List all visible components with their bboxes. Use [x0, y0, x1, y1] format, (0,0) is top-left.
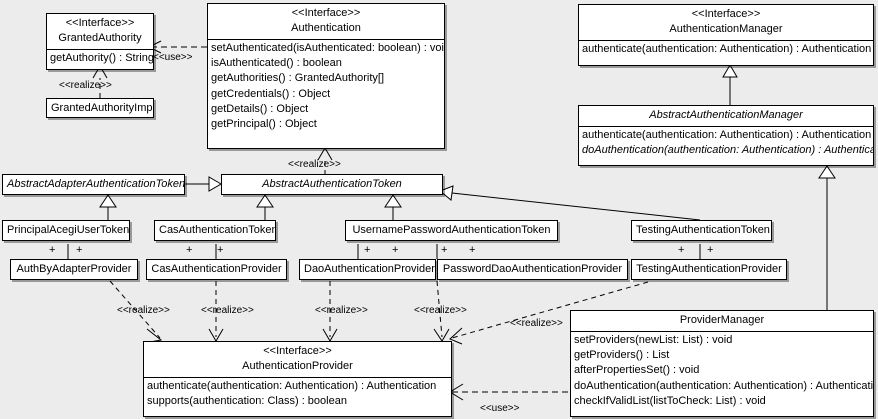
association-visibility-marker: + — [186, 244, 193, 256]
class-principal-acegi-user-token[interactable]: PrincipalAcegiUserToken — [2, 220, 130, 241]
generalization-providermanager — [818, 165, 836, 310]
class-name: CasAuthenticationToken — [159, 224, 276, 236]
association-visibility-marker: + — [217, 244, 224, 256]
class-header: <<Interface>> AuthenticationManager — [579, 5, 873, 40]
association-visibility-marker: + — [364, 244, 371, 256]
class-name: AbstractAdapterAuthenticationToken — [7, 178, 185, 190]
class-name: AbstractAuthenticationToken — [262, 178, 402, 190]
class-password-dao-authentication-provider[interactable]: PasswordDaoAuthenticationProvider — [437, 259, 628, 280]
members-compartment: authenticate(authentication: Authenticat… — [579, 126, 873, 159]
members-compartment: setProviders(newList: List) : void getPr… — [571, 331, 873, 410]
stereotype-label: <<Interface>> — [65, 17, 135, 29]
class-granted-authority-impl[interactable]: GrantedAuthorityImpl — [46, 98, 154, 118]
edge-label-realize-password-dao: <<realize>> — [414, 305, 467, 316]
class-header: <<Interface>> AuthenticationProvider — [144, 342, 451, 377]
generalization-casauthenticationtoken — [256, 194, 274, 220]
member-row: getAuthority() : String — [50, 52, 154, 64]
generalization-testingauthenticationtoken — [439, 185, 701, 221]
generalization-abstractauthenticationmanager — [722, 64, 738, 105]
member-row: authenticate(authentication: Authenticat… — [582, 129, 872, 141]
class-name: ProviderManager — [679, 314, 765, 326]
generalization-principalacegiusertoken — [99, 194, 117, 220]
edge-label-realize-cas: <<realize>> — [201, 305, 254, 316]
class-authentication[interactable]: <<Interface>> Authentication setAuthenti… — [207, 3, 445, 149]
class-name: TestingAuthenticationToken — [636, 224, 770, 236]
class-header: AbstractAuthenticationManager — [579, 106, 873, 126]
association-visibility-marker: + — [707, 244, 714, 256]
member-row: setAuthenticated(isAuthenticated: boolea… — [211, 42, 445, 54]
class-header: ProviderManager — [571, 311, 873, 331]
member-row: authenticate(authentication: Authenticat… — [147, 380, 437, 392]
member-row: getProviders() : List — [574, 349, 670, 362]
stereotype-label: <<Interface>> — [691, 8, 761, 20]
edge-label-realize-authentication: <<realize>> — [288, 159, 341, 170]
association-visibility-marker: + — [441, 244, 448, 256]
class-header: <<Interface>> GrantedAuthority — [47, 14, 153, 49]
member-row: authenticate(authentication: Authenticat… — [582, 43, 872, 55]
members-compartment: authenticate(authentication: Authenticat… — [579, 40, 873, 58]
class-name: TestingAuthenticationProvider — [636, 263, 782, 275]
class-authentication-provider[interactable]: <<Interface>> AuthenticationProvider aut… — [143, 341, 452, 417]
member-row: supports(authentication: Class) : boolea… — [147, 395, 347, 408]
edge-label-realize-dao: <<realize>> — [315, 305, 368, 316]
class-header: <<Interface>> Authentication — [208, 4, 444, 39]
member-row: getPrincipal() : Object — [211, 118, 317, 131]
member-row: getAuthorities() : GrantedAuthority[] — [211, 72, 385, 85]
edge-label-use-top: <<use>> — [153, 52, 193, 63]
class-name: Authentication — [291, 22, 361, 34]
members-compartment: getAuthority() : String — [47, 49, 153, 67]
class-name: AuthenticationManager — [669, 23, 783, 35]
stereotype-label: <<Interface>> — [263, 345, 332, 357]
member-row: setProviders(newList: List) : void — [574, 334, 733, 346]
class-granted-authority[interactable]: <<Interface>> GrantedAuthority getAuthor… — [46, 13, 154, 70]
class-testing-authentication-provider[interactable]: TestingAuthenticationProvider — [631, 259, 787, 280]
member-row: isAuthenticated() : boolean — [211, 57, 342, 70]
class-abstract-authentication-token[interactable]: AbstractAuthenticationToken — [221, 174, 443, 195]
generalization-abstractadaptertoken — [185, 176, 222, 192]
edge-label-realize-principal: <<realize>> — [117, 305, 170, 316]
class-name: AuthByAdapterProvider — [16, 263, 132, 275]
member-row: getCredentials() : Object — [211, 87, 331, 100]
association-visibility-marker: + — [469, 244, 476, 256]
class-cas-authentication-provider[interactable]: CasAuthenticationProvider — [146, 259, 287, 280]
class-testing-authentication-token[interactable]: TestingAuthenticationToken — [631, 220, 772, 241]
class-abstract-authentication-manager[interactable]: AbstractAuthenticationManager authentica… — [578, 105, 874, 166]
association-visibility-marker: + — [678, 244, 685, 256]
class-cas-authentication-token[interactable]: CasAuthenticationToken — [154, 220, 276, 241]
member-row: afterPropertiesSet() : void — [574, 364, 700, 377]
association-visibility-marker: + — [76, 244, 83, 256]
member-row: checkIfValidList(listToCheck: List) : vo… — [574, 394, 766, 407]
association-visibility-marker: + — [392, 244, 399, 256]
class-name: CasAuthenticationProvider — [151, 263, 282, 275]
edge-label-use-bottom: <<use>> — [480, 403, 520, 414]
class-provider-manager[interactable]: ProviderManager setProviders(newList: Li… — [570, 310, 874, 417]
association-visibility-marker: + — [49, 244, 56, 256]
class-name: AbstractAuthenticationManager — [649, 109, 803, 121]
class-name: GrantedAuthority — [58, 32, 142, 44]
class-name: DaoAuthenticationProvider — [304, 263, 435, 275]
class-name: AuthenticationProvider — [242, 360, 353, 372]
class-abstract-adapter-authentication-token[interactable]: AbstractAdapterAuthenticationToken — [2, 174, 185, 195]
generalization-usernamepasswordtoken — [384, 194, 402, 220]
stereotype-label: <<Interface>> — [291, 7, 361, 19]
class-username-password-authentication-token[interactable]: UsernamePasswordAuthenticationToken — [345, 220, 558, 241]
edge-label-realize-granted-authority: <<realize>> — [59, 80, 112, 91]
class-auth-by-adapter-provider[interactable]: AuthByAdapterProvider — [10, 259, 138, 280]
member-row: getDetails() : Object — [211, 102, 309, 115]
class-name: UsernamePasswordAuthenticationToken — [352, 224, 551, 236]
class-authentication-manager[interactable]: <<Interface>> AuthenticationManager auth… — [578, 4, 874, 66]
member-row: doAuthentication(authentication: Authent… — [574, 379, 874, 392]
members-compartment: authenticate(authentication: Authenticat… — [144, 377, 451, 410]
members-compartment: setAuthenticated(isAuthenticated: boolea… — [208, 39, 444, 133]
member-row: doAuthentication(authentication: Authent… — [582, 144, 874, 157]
class-name: PrincipalAcegiUserToken — [7, 224, 130, 236]
class-dao-authentication-provider[interactable]: DaoAuthenticationProvider — [299, 259, 436, 280]
class-name: PasswordDaoAuthenticationProvider — [442, 263, 623, 275]
class-name: GrantedAuthorityImpl — [51, 102, 154, 114]
edge-label-realize-testing: <<realize>> — [510, 318, 563, 329]
